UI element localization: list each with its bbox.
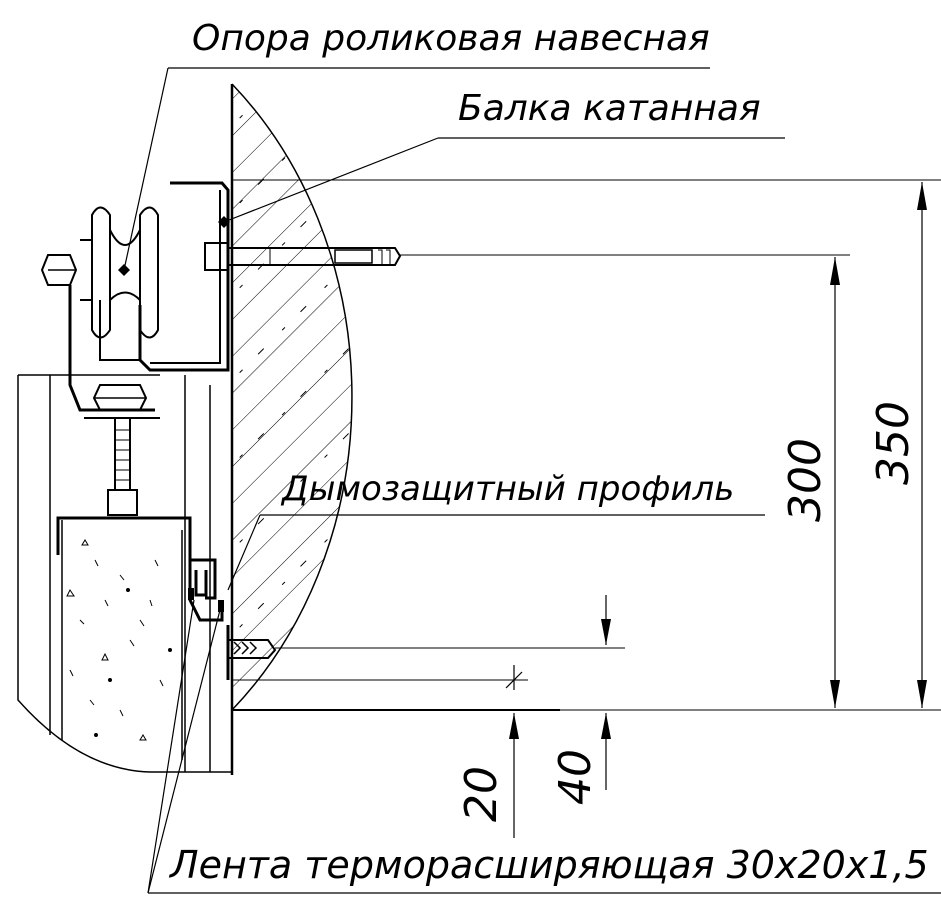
label-smoke-profile: Дымозащитный профиль [280, 469, 734, 509]
label-rolled-beam: Балка катанная [458, 88, 761, 129]
dim-350: 350 [868, 401, 919, 485]
leader-lines [118, 67, 941, 894]
smoke-profile-part [188, 560, 277, 680]
dim-20: 20 [456, 766, 507, 822]
dim-300: 300 [780, 438, 831, 522]
label-intumescent-tape: Лента терморасширяющая 30х20х1,5 [168, 843, 929, 887]
label-roller-support: Опора роликовая навесная [192, 18, 710, 59]
panel-filler [56, 516, 217, 760]
dim-40: 40 [550, 749, 601, 805]
beam-section [230, 83, 560, 775]
door-leaf [17, 374, 232, 773]
dimension-lines [232, 179, 941, 838]
roller-support-part [40, 181, 402, 516]
